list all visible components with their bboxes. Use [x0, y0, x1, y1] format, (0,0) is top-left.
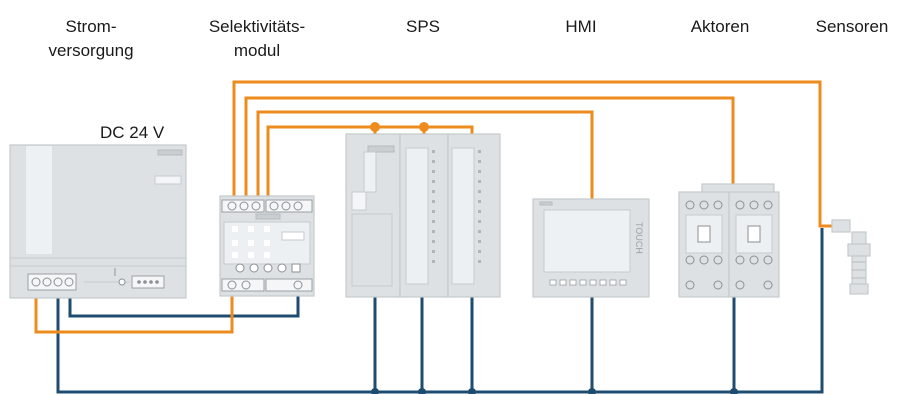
- hmi-device: TOUCH: [532, 198, 650, 298]
- plc-cpu-display: [363, 151, 377, 193]
- supply-junction-dot: [370, 122, 380, 132]
- actuators-device: [678, 183, 780, 298]
- label-selektivitaetsmodul-line1: Selektivitäts-: [209, 17, 305, 36]
- sensor-device: [831, 219, 871, 295]
- label-sps: SPS: [406, 17, 440, 36]
- supply-junction-dot: [419, 122, 429, 132]
- ground-wiring: [56, 228, 824, 394]
- selectivity-module-bottom-terminal: [221, 278, 265, 292]
- supply-wire-aktoren: [244, 96, 735, 198]
- actuator-left-indicator: [697, 225, 711, 243]
- ground-junction-dot: [418, 388, 426, 394]
- sensor-connector: [831, 219, 851, 233]
- ground-junction-dot: [468, 388, 476, 394]
- label-hmi: HMI: [565, 17, 596, 36]
- ground-junction-dot: [588, 388, 596, 394]
- power-supply-led-bar: [157, 149, 183, 156]
- ground-wire-supply-to-module: [68, 285, 300, 318]
- sensor-thread: [849, 283, 869, 295]
- power-supply-device: [9, 144, 187, 299]
- label-sensoren: Sensoren: [816, 17, 889, 36]
- selectivity-module-label-plate: [281, 231, 305, 241]
- supply-wire-psu-to-module: [34, 285, 234, 334]
- voltage-label: DC 24 V: [100, 123, 165, 142]
- hmi-touch-label: TOUCH: [634, 222, 644, 254]
- selectivity-module-bottom-terminal: [265, 278, 313, 292]
- hmi-brand-mark: [539, 201, 553, 206]
- hmi-screen: [543, 209, 631, 273]
- ground-bus-wire: [56, 228, 824, 394]
- selectivity-module-device: [219, 195, 315, 297]
- supply-wire-hmi: [256, 110, 594, 200]
- label-aktoren: Aktoren: [691, 17, 750, 36]
- sensor-head: [851, 231, 867, 245]
- plc-io2-terminal-cover: [451, 147, 475, 285]
- selectivity-module-led-bar: [255, 213, 281, 220]
- actuator-right-indicator: [747, 225, 761, 243]
- power-supply-label-plate: [154, 175, 182, 185]
- label-stromversorgung-line1: Strom-: [66, 17, 117, 36]
- label-stromversorgung-line2: versorgung: [48, 41, 133, 60]
- plc-cpu-led-bar: [367, 145, 395, 153]
- label-selektivitaetsmodul-line2: modul: [234, 41, 280, 60]
- plc-cpu-front-cover: [351, 213, 393, 287]
- ground-junction-dot: [371, 388, 379, 394]
- power-supply-output-terminal: [27, 273, 77, 291]
- supply-wiring: [34, 80, 832, 334]
- plc-device: [345, 133, 501, 298]
- plc-io1-terminal-cover: [405, 147, 429, 285]
- power-supply-input-terminal: [131, 275, 165, 289]
- plc-cpu-card-slot: [351, 191, 367, 211]
- supply-wire-sensoren: [232, 80, 832, 228]
- power-supply-pot: [118, 278, 126, 286]
- sensor-nut: [847, 243, 871, 257]
- ground-junction-dot: [730, 388, 738, 394]
- power-supply-front-strip: [26, 146, 52, 254]
